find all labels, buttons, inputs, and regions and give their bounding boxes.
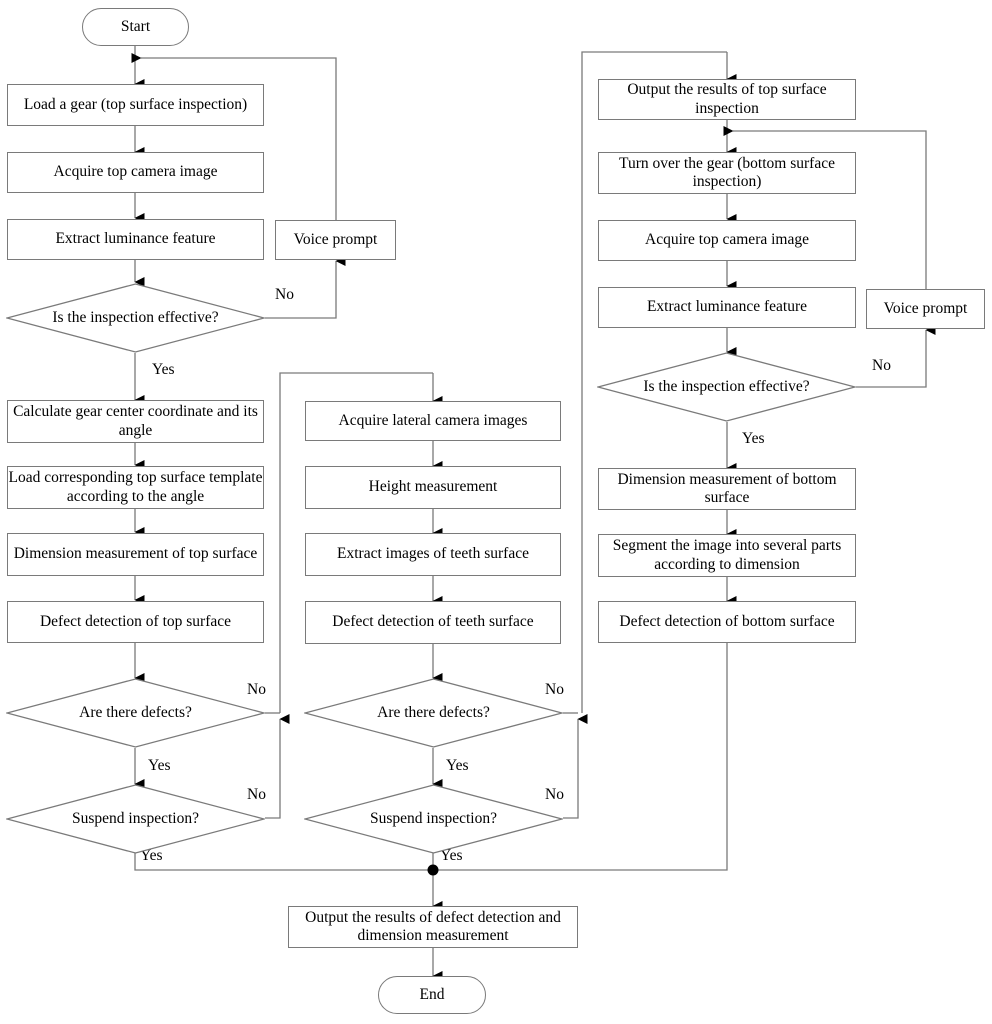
node-is-inspection-effective-2[interactable]: Is the inspection effective? <box>597 352 856 422</box>
node-extract-images-teeth-surface[interactable]: Extract images of teeth surface <box>305 533 561 576</box>
node-extract-luminance-feature-1[interactable]: Extract luminance feature <box>7 219 264 260</box>
node-segment-image-label: Segment the image into several parts acc… <box>612 537 842 573</box>
node-output-results-top-surface[interactable]: Output the results of top surface inspec… <box>598 79 856 120</box>
edge-label-no-effective-2: No <box>872 357 891 374</box>
node-is-inspection-effective-2-label: Is the inspection effective? <box>643 377 810 395</box>
node-turn-over-gear[interactable]: Turn over the gear (bottom surface inspe… <box>598 152 856 194</box>
edge-label-yes-effective-2: Yes <box>742 430 765 447</box>
node-end-label: End <box>419 985 445 1003</box>
node-acquire-lateral-camera-images[interactable]: Acquire lateral camera images <box>305 401 561 441</box>
node-calculate-gear-center[interactable]: Calculate gear center coordinate and its… <box>7 400 264 443</box>
node-load-gear[interactable]: Load a gear (top surface inspection) <box>7 84 264 126</box>
node-suspend-inspection-left-label: Suspend inspection? <box>72 809 199 827</box>
node-defect-detection-teeth-surface[interactable]: Defect detection of teeth surface <box>305 601 561 644</box>
node-output-results-top-surface-label: Output the results of top surface inspec… <box>627 81 827 117</box>
node-turn-over-gear-label: Turn over the gear (bottom surface inspe… <box>619 154 835 190</box>
node-suspend-inspection-mid[interactable]: Suspend inspection? <box>304 784 563 854</box>
node-start[interactable]: Start <box>82 8 189 46</box>
node-extract-luminance-feature-2[interactable]: Extract luminance feature <box>598 287 856 328</box>
node-acquire-top-camera-image-2-label: Acquire top camera image <box>645 231 809 249</box>
node-load-top-surface-template-label: Load corresponding top surface template … <box>8 469 263 505</box>
node-height-measurement-label: Height measurement <box>368 478 498 496</box>
edge-label-no-suspend-left: No <box>247 786 266 803</box>
edge-label-yes-effective-1: Yes <box>152 361 175 378</box>
node-dimension-measurement-bottom[interactable]: Dimension measurement of bottom surface <box>598 468 856 510</box>
node-extract-luminance-feature-1-label: Extract luminance feature <box>55 230 216 248</box>
node-acquire-top-camera-image-1-label: Acquire top camera image <box>53 163 218 181</box>
node-defect-detection-top-label: Defect detection of top surface <box>39 612 232 630</box>
node-acquire-top-camera-image-2[interactable]: Acquire top camera image <box>598 220 856 261</box>
node-defect-detection-bottom-label: Defect detection of bottom surface <box>619 612 835 630</box>
edge-label-yes-defects-left: Yes <box>148 757 171 774</box>
edge-label-no-suspend-mid: No <box>545 786 564 803</box>
node-are-there-defects-left-label: Are there defects? <box>79 703 192 721</box>
diamond-shape-icon <box>6 283 265 353</box>
bottom-junction-dot <box>427 864 439 876</box>
edge-label-yes-suspend-mid: Yes <box>440 847 463 864</box>
node-are-there-defects-mid-label: Are there defects? <box>377 703 490 721</box>
node-load-gear-label: Load a gear (top surface inspection) <box>23 95 248 113</box>
node-calculate-gear-center-label: Calculate gear center coordinate and its… <box>13 403 258 439</box>
node-is-inspection-effective-1[interactable]: Is the inspection effective? <box>6 283 265 353</box>
node-start-label: Start <box>120 17 151 35</box>
edge-label-yes-defects-mid: Yes <box>446 757 469 774</box>
node-voice-prompt-2-label: Voice prompt <box>883 299 968 317</box>
node-dimension-measurement-top[interactable]: Dimension measurement of top surface <box>7 533 264 576</box>
node-are-there-defects-mid[interactable]: Are there defects? <box>304 678 563 748</box>
node-defect-detection-teeth-surface-label: Defect detection of teeth surface <box>332 613 534 631</box>
node-height-measurement[interactable]: Height measurement <box>305 466 561 509</box>
node-dimension-measurement-top-label: Dimension measurement of top surface <box>13 545 258 563</box>
node-voice-prompt-1-label: Voice prompt <box>293 230 378 248</box>
edge-label-yes-suspend-left: Yes <box>140 847 163 864</box>
node-are-there-defects-left[interactable]: Are there defects? <box>6 678 265 748</box>
node-output-final-results-label: Output the results of defect detection a… <box>305 908 561 944</box>
node-suspend-inspection-mid-label: Suspend inspection? <box>370 809 497 827</box>
node-load-top-surface-template[interactable]: Load corresponding top surface template … <box>7 466 264 509</box>
node-suspend-inspection-left[interactable]: Suspend inspection? <box>6 784 265 854</box>
edge-label-no-defects-left: No <box>247 681 266 698</box>
node-acquire-top-camera-image-1[interactable]: Acquire top camera image <box>7 152 264 193</box>
node-is-inspection-effective-1-label: Is the inspection effective? <box>52 308 219 326</box>
node-segment-image[interactable]: Segment the image into several parts acc… <box>598 534 856 577</box>
node-acquire-lateral-camera-images-label: Acquire lateral camera images <box>338 411 528 429</box>
diamond-shape-icon <box>6 678 265 748</box>
node-voice-prompt-2[interactable]: Voice prompt <box>866 289 985 329</box>
node-voice-prompt-1[interactable]: Voice prompt <box>275 220 396 260</box>
edge-label-no-effective-1: No <box>275 286 294 303</box>
node-output-final-results[interactable]: Output the results of defect detection a… <box>288 906 578 948</box>
node-dimension-measurement-bottom-label: Dimension measurement of bottom surface <box>617 470 837 506</box>
node-defect-detection-bottom[interactable]: Defect detection of bottom surface <box>598 601 856 643</box>
edge-label-no-defects-mid: No <box>545 681 564 698</box>
node-extract-images-teeth-surface-label: Extract images of teeth surface <box>337 545 529 563</box>
node-extract-luminance-feature-2-label: Extract luminance feature <box>646 298 808 316</box>
node-defect-detection-top[interactable]: Defect detection of top surface <box>7 601 264 643</box>
node-end[interactable]: End <box>378 976 486 1014</box>
